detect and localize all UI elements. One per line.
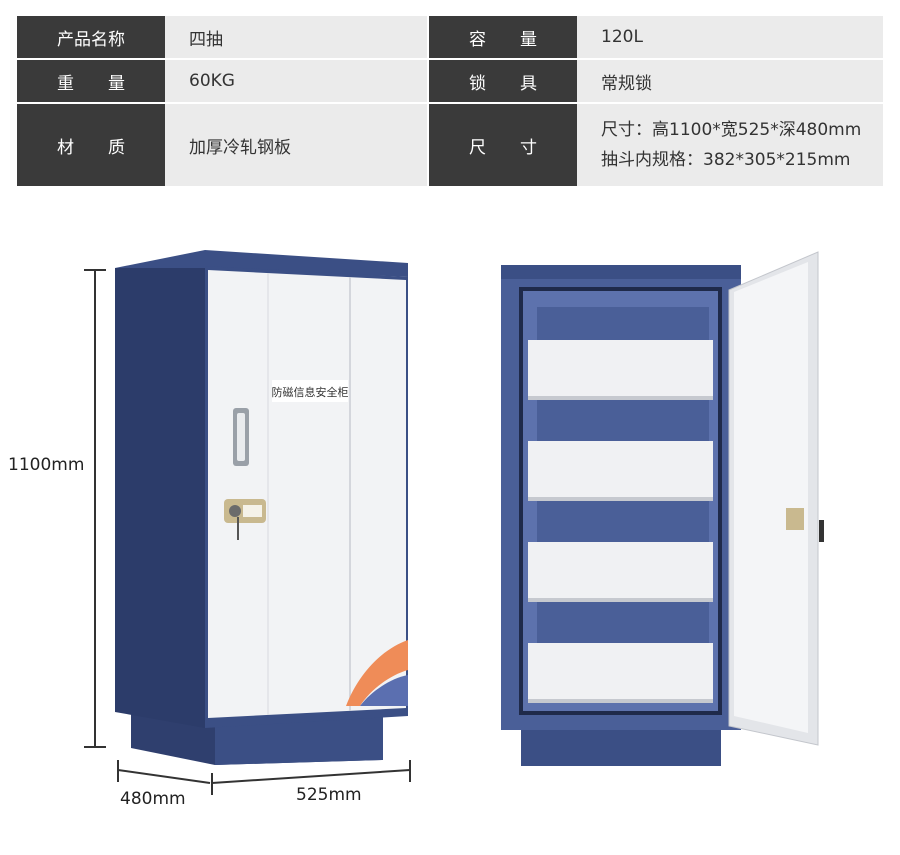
- weight-label: 重 量: [17, 60, 165, 104]
- drawer-2: [528, 441, 713, 501]
- height-dimension-label: 1100mm: [8, 455, 85, 475]
- name-value: 四抽: [165, 16, 427, 60]
- door-sticker-text: 防磁信息安全柜: [272, 385, 349, 399]
- material-value: 加厚冷轧钢板: [165, 104, 427, 186]
- size-value-line-2: 抽斗内规格：382*305*215mm: [601, 150, 851, 170]
- weight-value: 60KG: [165, 60, 427, 104]
- lock-value: 常规锁: [577, 60, 883, 104]
- spec-row-3: 材 质 加厚冷轧钢板 尺 寸 尺寸：高1100*宽525*深480mm 抽斗内规…: [17, 104, 883, 186]
- cabinet-illustration: 防磁信息安全柜: [84, 250, 824, 795]
- capacity-value: 120L: [577, 16, 883, 60]
- depth-dimension-line: [117, 760, 211, 784]
- width-dimension-line: [211, 760, 411, 795]
- name-label: 产品名称: [17, 16, 165, 60]
- width-dimension-label: 525mm: [296, 785, 362, 805]
- lock-label: 锁 具: [429, 60, 577, 104]
- closed-cabinet: 防磁信息安全柜: [115, 250, 408, 765]
- capacity-label: 容 量: [429, 16, 577, 60]
- size-value: 尺寸：高1100*宽525*深480mm 抽斗内规格：382*305*215mm: [577, 104, 883, 186]
- height-dimension-line: [84, 269, 106, 748]
- size-label: 尺 寸: [429, 104, 577, 186]
- spec-row-1: 产品名称 四抽 容 量 120L: [17, 16, 883, 60]
- drawer-4: [528, 643, 713, 703]
- drawer-1: [528, 340, 713, 400]
- spec-table: 产品名称 四抽 容 量 120L 重 量 60KG 锁 具 常规锁 材 质 加厚…: [17, 16, 883, 186]
- depth-dimension-label: 480mm: [120, 789, 186, 809]
- size-value-line-1: 尺寸：高1100*宽525*深480mm: [601, 120, 862, 140]
- material-label: 材 质: [17, 104, 165, 186]
- open-cabinet: [501, 251, 824, 766]
- spec-row-2: 重 量 60KG 锁 具 常规锁: [17, 60, 883, 104]
- drawer-3: [528, 542, 713, 602]
